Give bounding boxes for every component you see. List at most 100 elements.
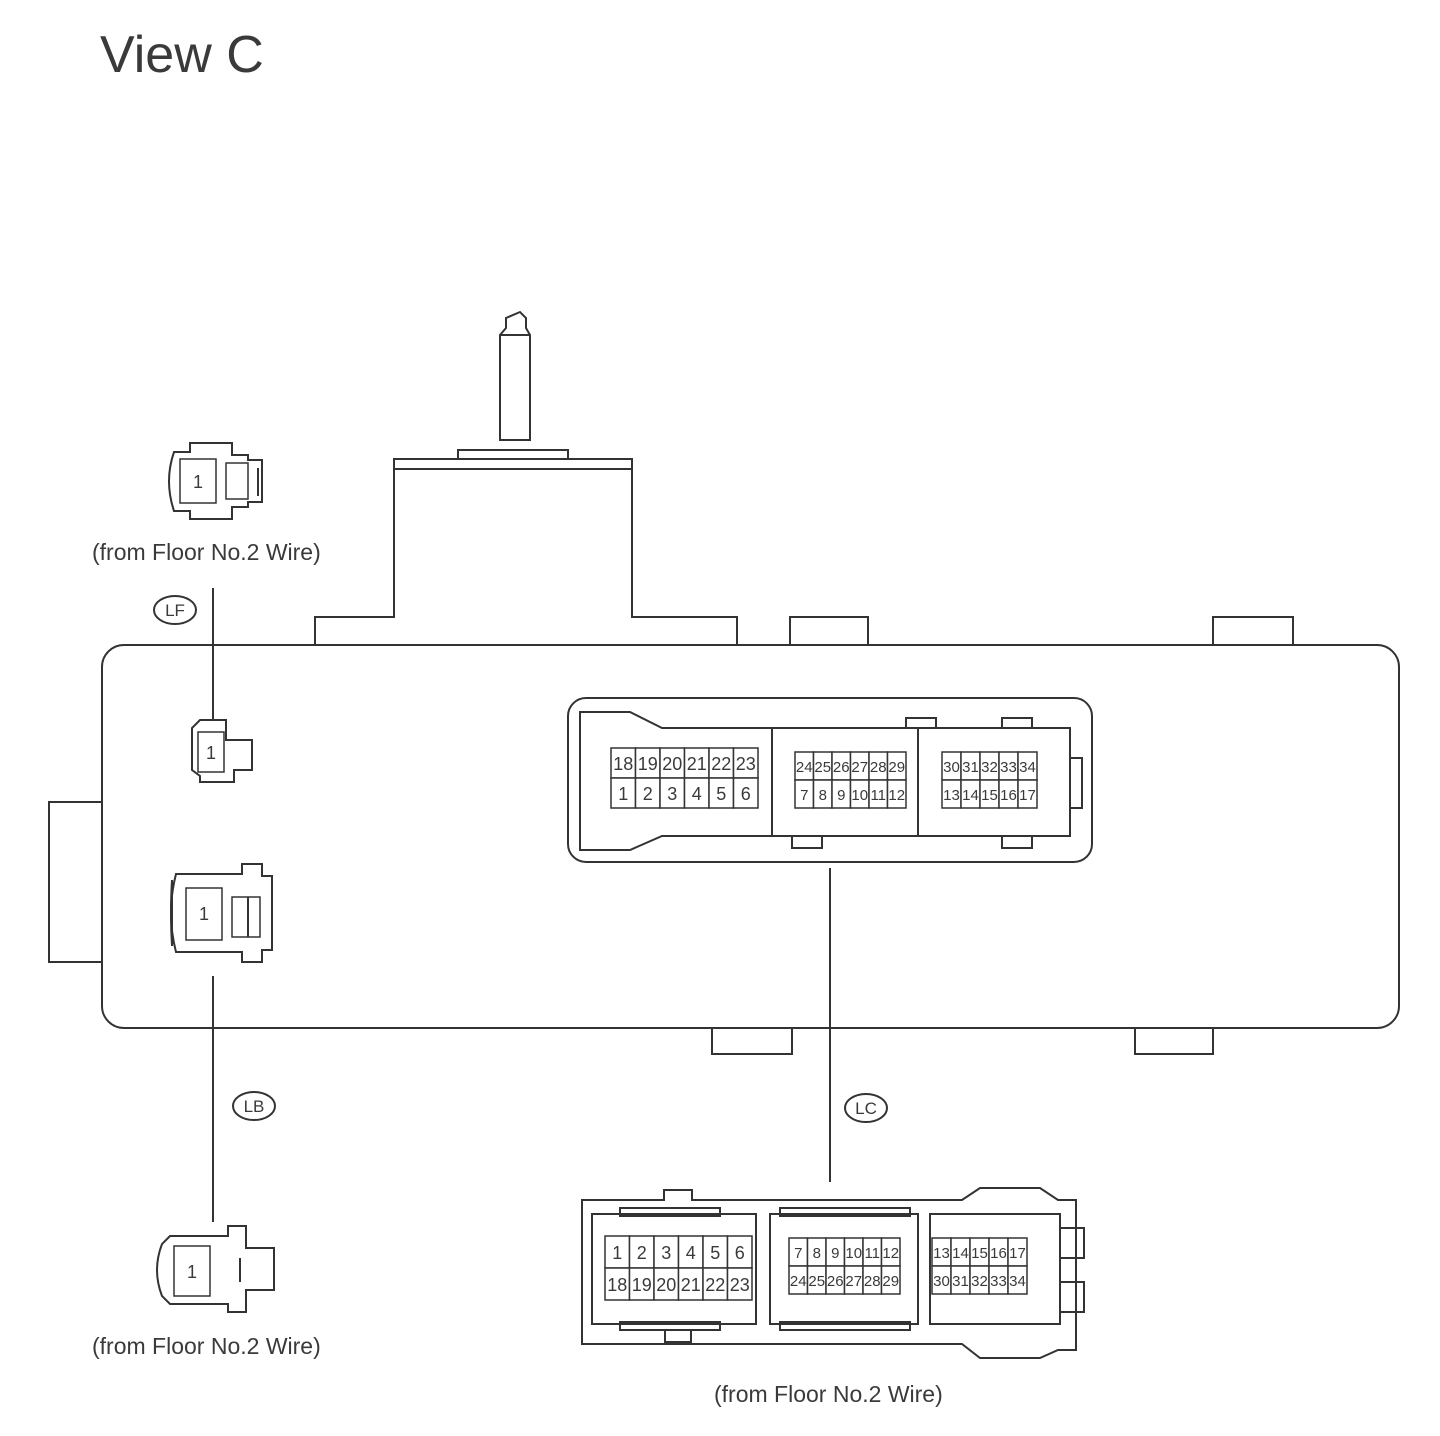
lc-tag: LC bbox=[844, 1093, 888, 1123]
lc-tag-label: LC bbox=[855, 1099, 877, 1118]
pin-label: 13 bbox=[943, 787, 960, 804]
pin-label: 8 bbox=[819, 787, 827, 804]
pin-label: 18 bbox=[613, 754, 633, 774]
lf-source-note: (from Floor No.2 Wire) bbox=[92, 539, 321, 565]
pin-label: 3 bbox=[667, 784, 677, 804]
pin-label: 23 bbox=[736, 754, 756, 774]
pin-label: 15 bbox=[971, 1245, 988, 1262]
lf-block-pin: 1 bbox=[206, 743, 216, 763]
pin-label: 11 bbox=[864, 1245, 880, 1262]
pin-label: 25 bbox=[808, 1273, 825, 1290]
connector-lf-block: 1 bbox=[191, 719, 253, 783]
pin-cell bbox=[634, 777, 661, 809]
pin-label: 12 bbox=[882, 1245, 899, 1262]
pin-label: 22 bbox=[711, 754, 731, 774]
pin-label: 21 bbox=[687, 754, 707, 774]
pin-label: 4 bbox=[686, 1243, 696, 1263]
pin-label: 10 bbox=[845, 1245, 862, 1262]
pin-label: 10 bbox=[851, 787, 868, 804]
connector-lb-block: 1 bbox=[170, 863, 273, 963]
pin-cell bbox=[886, 779, 907, 809]
pin-label: 3 bbox=[661, 1243, 671, 1263]
pin-label: 25 bbox=[814, 759, 831, 776]
pin-label: 4 bbox=[692, 784, 702, 804]
connector-lf-female: 1 bbox=[168, 442, 263, 520]
pin-label: 14 bbox=[952, 1245, 969, 1262]
pin-label: 31 bbox=[962, 759, 979, 776]
pin-cell bbox=[702, 1235, 729, 1269]
pin-cell bbox=[732, 747, 759, 779]
pin-label: 26 bbox=[827, 1273, 844, 1290]
pin-label: 17 bbox=[1019, 787, 1036, 804]
pin-label: 32 bbox=[981, 759, 998, 776]
pin-label: 30 bbox=[943, 759, 960, 776]
lf-female-pin: 1 bbox=[193, 472, 203, 492]
pin-label: 5 bbox=[716, 784, 726, 804]
lb-block-pin: 1 bbox=[199, 904, 209, 924]
pin-label: 2 bbox=[643, 784, 653, 804]
pin-label: 9 bbox=[837, 787, 845, 804]
pin-label: 9 bbox=[831, 1245, 839, 1262]
pin-label: 34 bbox=[1019, 759, 1036, 776]
pin-label: 31 bbox=[952, 1273, 969, 1290]
pin-cell bbox=[726, 1235, 753, 1269]
pin-cell bbox=[732, 777, 759, 809]
connector-lb-female: 1 bbox=[156, 1225, 275, 1313]
pin-cell bbox=[1007, 1265, 1028, 1295]
pin-label: 28 bbox=[870, 759, 887, 776]
pin-label: 17 bbox=[1009, 1245, 1026, 1262]
pin-label: 24 bbox=[790, 1273, 807, 1290]
pin-label: 30 bbox=[933, 1273, 950, 1290]
pin-label: 14 bbox=[962, 787, 979, 804]
lb-tag-label: LB bbox=[244, 1097, 265, 1116]
pin-label: 20 bbox=[656, 1275, 676, 1295]
pin-label: 19 bbox=[638, 754, 658, 774]
pin-label: 22 bbox=[705, 1275, 725, 1295]
pin-label: 6 bbox=[741, 784, 751, 804]
pin-label: 13 bbox=[933, 1245, 950, 1262]
pin-label: 29 bbox=[882, 1273, 899, 1290]
pin-cell bbox=[610, 777, 637, 809]
lb-tag: LB bbox=[232, 1091, 276, 1121]
pin-cell bbox=[610, 747, 637, 779]
pin-label: 6 bbox=[735, 1243, 745, 1263]
pin-label: 29 bbox=[888, 759, 905, 776]
pin-label: 27 bbox=[845, 1273, 862, 1290]
lf-tag: LF bbox=[153, 595, 197, 625]
pin-label: 12 bbox=[888, 787, 905, 804]
pin-label: 16 bbox=[1000, 787, 1017, 804]
pin-cell bbox=[628, 1267, 655, 1301]
pin-label: 15 bbox=[981, 787, 998, 804]
pin-cell bbox=[683, 747, 710, 779]
pin-label: 21 bbox=[681, 1275, 701, 1295]
lc-source-note: (from Floor No.2 Wire) bbox=[714, 1381, 943, 1407]
pin-label: 16 bbox=[990, 1245, 1007, 1262]
pin-label: 18 bbox=[607, 1275, 627, 1295]
pin-cell bbox=[880, 1265, 901, 1295]
pin-cell bbox=[653, 1267, 680, 1301]
pin-label: 32 bbox=[971, 1273, 988, 1290]
pin-label: 23 bbox=[730, 1275, 750, 1295]
view-title: View C bbox=[100, 26, 264, 84]
pin-cell bbox=[683, 777, 710, 809]
pin-label: 24 bbox=[796, 759, 813, 776]
pin-cell bbox=[708, 777, 735, 809]
pin-label: 8 bbox=[813, 1245, 821, 1262]
pin-label: 7 bbox=[800, 787, 808, 804]
pin-label: 33 bbox=[990, 1273, 1007, 1290]
pin-label: 5 bbox=[710, 1243, 720, 1263]
pin-label: 33 bbox=[1000, 759, 1017, 776]
pin-label: 20 bbox=[662, 754, 682, 774]
lf-tag-label: LF bbox=[165, 601, 185, 620]
pin-label: 19 bbox=[632, 1275, 652, 1295]
pin-label: 7 bbox=[794, 1245, 802, 1262]
pin-cell bbox=[653, 1235, 680, 1269]
pin-cell bbox=[1017, 779, 1038, 809]
lb-source-note: (from Floor No.2 Wire) bbox=[92, 1333, 321, 1359]
pin-cell bbox=[726, 1267, 753, 1301]
pin-cell bbox=[677, 1267, 704, 1301]
pin-label: 2 bbox=[637, 1243, 647, 1263]
